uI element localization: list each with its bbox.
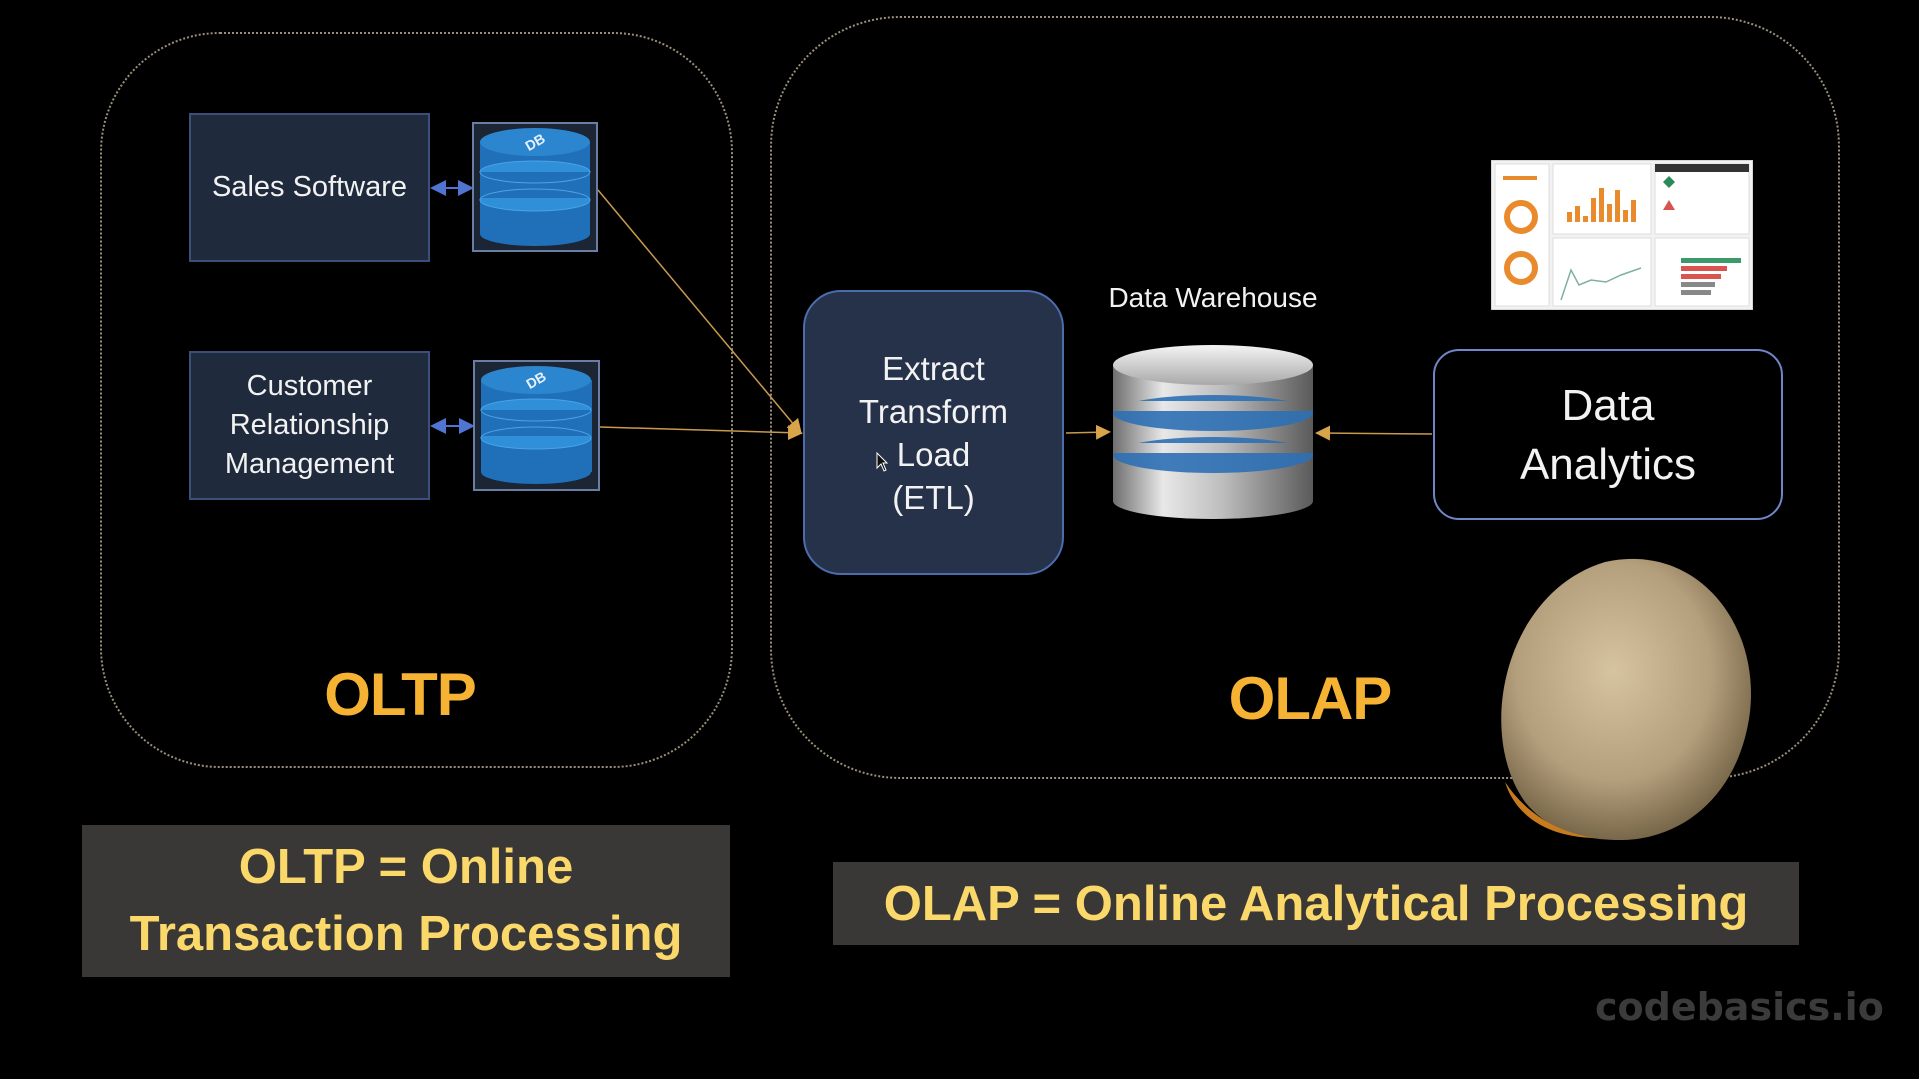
oltp-title: OLTP [324, 661, 477, 728]
database-icon: DB [473, 360, 600, 491]
oltp-definition-text: OLTP = Online Transaction Processing [129, 840, 683, 961]
olap-definition-text: OLAP = Online Analytical Processing [883, 876, 1749, 931]
sales-software-box: Sales Software [189, 113, 430, 262]
codebasics-watermark: codebasics.io [1595, 985, 1884, 1029]
etl-label: Extract Transform Load (ETL) [858, 349, 1009, 516]
data-analytics-box: Data Analytics [1433, 349, 1783, 520]
olap-definition-caption: OLAP = Online Analytical Processing [833, 862, 1799, 945]
oltp-definition-caption: OLTP = Online Transaction Processing [82, 825, 730, 977]
etl-box: Extract Transform Load (ETL) [803, 290, 1064, 575]
crm-box: Customer Relationship Management [189, 351, 430, 500]
data-warehouse-label: Data Warehouse [1108, 282, 1318, 313]
crm-label: Customer Relationship Management [224, 370, 395, 480]
mouse-cursor-icon [876, 452, 888, 472]
database-icon: DB [472, 122, 598, 252]
data-analytics-label: Data Analytics [1519, 380, 1697, 489]
data-warehouse-icon [1113, 345, 1313, 519]
sales-software-label: Sales Software [211, 171, 408, 203]
presenter-avatar [1501, 558, 1752, 841]
dashboard-thumbnail-image [1491, 160, 1753, 310]
olap-title: OLAP [1228, 665, 1393, 732]
